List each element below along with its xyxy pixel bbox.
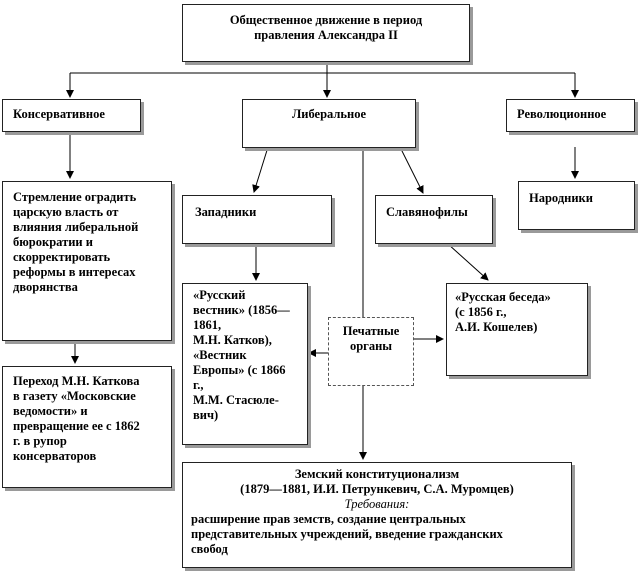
transition-line: превращение ее с 1862 xyxy=(13,419,140,433)
print-organs-box: Печатные органы xyxy=(328,317,414,386)
westerners-organ-line: вестник» (1856— xyxy=(193,303,290,317)
slavophiles-organ-line: (с 1856 г., xyxy=(455,305,507,319)
zemstvo-title: Земский конституционализм xyxy=(294,467,460,481)
conservative-goal-box: Стремление оградить царскую власть от вл… xyxy=(2,181,172,341)
populists-label: Народники xyxy=(529,191,593,205)
goal-line: царскую власть от xyxy=(13,205,119,219)
zemstvo-demand-line: расширение прав земств, создание централ… xyxy=(191,512,466,526)
conservative-box: Консервативное xyxy=(2,99,141,132)
title-box: Общественное движение в период правления… xyxy=(182,4,470,62)
goal-line: бюрократии и xyxy=(13,235,93,249)
goal-line: дворянства xyxy=(13,280,78,294)
westerners-organ-line: 1861, xyxy=(193,318,222,332)
transition-line: г. в рупор xyxy=(13,434,67,448)
westerners-organ-line: М.Н. Катков), xyxy=(193,333,272,347)
transition-line: Переход М.Н. Каткова xyxy=(13,374,140,388)
slavophiles-organs-box: «Русская беседа» (с 1856 г., А.И. Кошеле… xyxy=(446,283,588,376)
zemstvo-years: (1879—1881, И.И. Петрункевич, С.А. Муром… xyxy=(240,482,514,496)
arrow-slavophiles-organs xyxy=(447,243,489,281)
goal-line: Стремление оградить xyxy=(13,190,137,204)
liberal-box: Либеральное xyxy=(242,99,416,148)
arrow-to-slavophiles xyxy=(399,146,424,194)
print-organs-line-1: Печатные xyxy=(342,324,400,338)
katkov-transition-box: Переход М.Н. Каткова в газету «Московски… xyxy=(2,366,172,488)
westerners-organ-line: «Вестник xyxy=(193,348,247,362)
goal-line: влияния либеральной xyxy=(13,220,139,234)
slavophiles-label: Славянофилы xyxy=(386,205,468,219)
goal-line: реформы в интересах xyxy=(13,265,136,279)
print-organs-line-2: органы xyxy=(349,339,393,353)
westerners-organ-line: «Русский xyxy=(193,288,246,302)
conservative-label: Консервативное xyxy=(13,107,105,121)
zemstvo-demand-line: свобод xyxy=(191,542,228,556)
westerners-organ-line: г., xyxy=(193,378,204,392)
zemstvo-box: Земский конституционализм (1879—1881, И.… xyxy=(182,462,572,568)
westerners-organ-line: вич) xyxy=(193,408,219,422)
revolutionary-label: Революционное xyxy=(517,107,607,121)
zemstvo-demand-line: представительных учреждений, введение гр… xyxy=(191,527,503,541)
revolutionary-box: Революционное xyxy=(506,99,635,132)
slavophiles-organ-line: «Русская беседа» xyxy=(455,290,551,304)
transition-line: в газету «Московские xyxy=(13,389,136,403)
transition-line: ведомости» и xyxy=(13,404,88,418)
westerners-organ-line: Европы» (с 1866 xyxy=(193,363,286,377)
liberal-label: Либеральное xyxy=(291,107,367,121)
goal-line: скорректировать xyxy=(13,250,111,264)
westerners-organs-box: «Русский вестник» (1856— 1861, М.Н. Катк… xyxy=(182,283,308,445)
arrow-to-westerners xyxy=(252,146,269,193)
populists-box: Народники xyxy=(518,181,635,230)
westerners-box: Западники xyxy=(182,195,332,244)
title-line-2: правления Александра II xyxy=(254,28,398,42)
westerners-label: Западники xyxy=(195,205,257,219)
slavophiles-box: Славянофилы xyxy=(375,195,493,244)
westerners-organ-line: М.М. Стасюле- xyxy=(193,393,279,407)
zemstvo-demands-label: Требования: xyxy=(344,497,410,511)
transition-line: консерваторов xyxy=(13,449,97,463)
slavophiles-organ-line: А.И. Кошелев) xyxy=(455,320,538,334)
title-line-1: Общественное движение в период xyxy=(229,13,423,27)
